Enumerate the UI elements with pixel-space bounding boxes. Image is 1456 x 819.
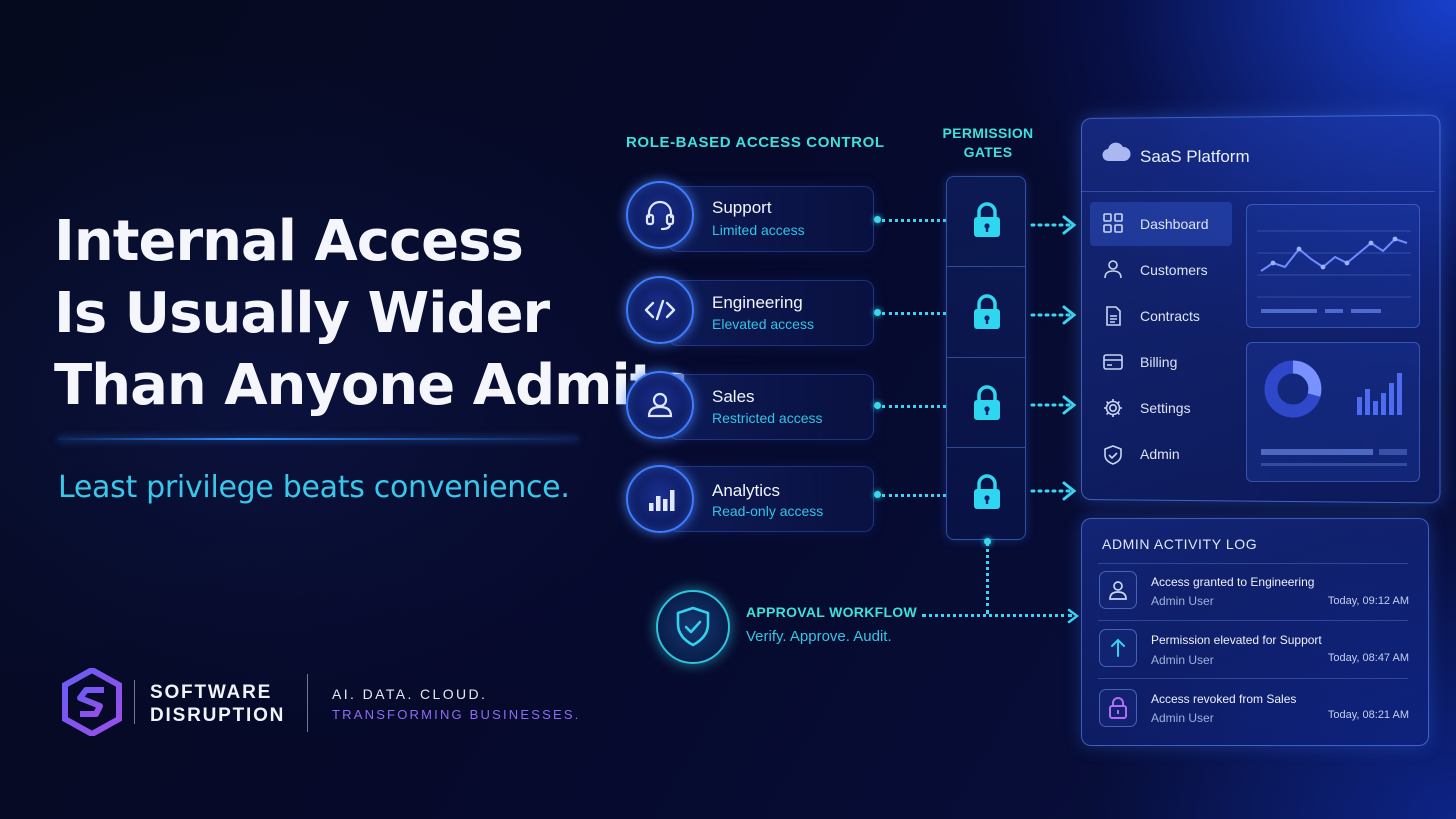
- connector-dot: [874, 491, 881, 498]
- gates-title-line-2: GATES: [940, 143, 1036, 162]
- role-name: Analytics: [712, 481, 780, 501]
- saas-header: [1081, 118, 1435, 192]
- lock-icon: [970, 292, 1004, 332]
- role-access: Elevated access: [712, 316, 814, 332]
- gates-title: PERMISSION GATES: [940, 124, 1036, 162]
- connector-line: [882, 494, 946, 497]
- nav-item-customers[interactable]: Customers: [1140, 262, 1208, 278]
- connector-dot: [874, 402, 881, 409]
- rbac-title: ROLE-BASED ACCESS CONTROL: [626, 134, 885, 151]
- role-card-engineering: [668, 280, 874, 346]
- nav-item-dashboard[interactable]: Dashboard: [1140, 216, 1209, 232]
- lock-icon: [970, 200, 1004, 240]
- brand-name-line-1: SOFTWARE: [150, 681, 285, 704]
- role-name: Sales: [712, 387, 755, 407]
- tagline: Least privilege beats convenience.: [58, 470, 570, 505]
- connector-dot: [874, 216, 881, 223]
- headline-divider: [58, 438, 578, 440]
- donut-bar-widget: [1246, 342, 1420, 482]
- connector-line-vertical: [986, 542, 989, 614]
- connector-dot: [874, 309, 881, 316]
- saas-title: SaaS Platform: [1140, 147, 1250, 167]
- connector-dot: [984, 538, 991, 545]
- nav-item-contracts[interactable]: Contracts: [1140, 308, 1200, 324]
- brand-divider: [134, 680, 135, 724]
- code-icon: [626, 276, 694, 344]
- nav-item-settings[interactable]: Settings: [1140, 400, 1191, 416]
- log-divider: [1098, 678, 1408, 679]
- role-card-sales: [668, 374, 874, 440]
- gate-divider: [947, 357, 1025, 358]
- cloud-icon: [1101, 141, 1131, 163]
- log-entry-user: Admin User: [1151, 594, 1214, 608]
- log-entry-time: Today, 08:47 AM: [1328, 652, 1409, 664]
- connector-line: [882, 312, 946, 315]
- role-access: Restricted access: [712, 410, 822, 426]
- brand-tagline-2: TRANSFORMING BUSINESSES.: [332, 707, 581, 722]
- grid-icon: [1102, 212, 1124, 234]
- gate-divider: [947, 266, 1025, 267]
- lock-icon: [1099, 689, 1137, 727]
- arrow-right-icon: [1066, 608, 1080, 624]
- connector-line: [882, 405, 946, 408]
- user-icon: [1099, 571, 1137, 609]
- role-card-support: [668, 186, 874, 252]
- approval-title: APPROVAL WORKFLOW: [746, 604, 917, 620]
- log-entry-time: Today, 09:12 AM: [1328, 595, 1409, 607]
- connector-line: [922, 614, 1072, 617]
- headline-line-1: Internal Access: [54, 206, 634, 278]
- brand-name-line-2: DISRUPTION: [150, 704, 285, 727]
- headline-line-2: Is Usually Wider: [54, 278, 634, 350]
- bar-chart-icon: [626, 465, 694, 533]
- nav-item-billing[interactable]: Billing: [1140, 354, 1177, 370]
- lock-icon: [970, 472, 1004, 512]
- lock-icon: [970, 383, 1004, 423]
- document-icon: [1102, 305, 1124, 327]
- brand-name: SOFTWARE DISRUPTION: [150, 681, 285, 727]
- user-icon: [626, 371, 694, 439]
- brand-logo-icon: [62, 668, 122, 736]
- approval-subtitle: Verify. Approve. Audit.: [746, 628, 892, 645]
- log-entry-text: Permission elevated for Support: [1151, 633, 1322, 647]
- role-name: Support: [712, 198, 772, 218]
- log-divider: [1098, 563, 1408, 564]
- gear-icon: [1102, 397, 1124, 419]
- headline-line-3: Than Anyone Admits: [54, 350, 634, 422]
- headline: Internal Access Is Usually Wider Than An…: [54, 206, 634, 422]
- donut-chart-icon: [1247, 343, 1421, 483]
- log-entry-time: Today, 08:21 AM: [1328, 709, 1409, 721]
- role-access: Limited access: [712, 222, 805, 238]
- log-entry-text: Access granted to Engineering: [1151, 575, 1314, 589]
- admin-log-title: ADMIN ACTIVITY LOG: [1102, 536, 1257, 552]
- brand-tagline-1: AI. DATA. CLOUD.: [332, 686, 487, 702]
- log-divider: [1098, 620, 1408, 621]
- line-chart-widget: [1246, 204, 1420, 328]
- gates-title-line-1: PERMISSION: [940, 124, 1036, 143]
- role-name: Engineering: [712, 293, 803, 313]
- nav-item-admin[interactable]: Admin: [1140, 446, 1180, 462]
- gate-divider: [947, 447, 1025, 448]
- shield-check-icon: [1102, 444, 1124, 466]
- connector-line: [882, 219, 946, 222]
- brand-divider: [307, 674, 308, 732]
- headset-icon: [626, 181, 694, 249]
- user-icon: [1102, 258, 1124, 280]
- log-entry-user: Admin User: [1151, 711, 1214, 725]
- gate-arrows: [1028, 205, 1080, 505]
- arrow-up-icon: [1099, 629, 1137, 667]
- role-access: Read-only access: [712, 503, 823, 519]
- line-chart-icon: [1247, 205, 1421, 329]
- credit-card-icon: [1102, 351, 1124, 373]
- log-entry-text: Access revoked from Sales: [1151, 692, 1296, 706]
- log-entry-user: Admin User: [1151, 653, 1214, 667]
- shield-check-icon: [656, 590, 730, 664]
